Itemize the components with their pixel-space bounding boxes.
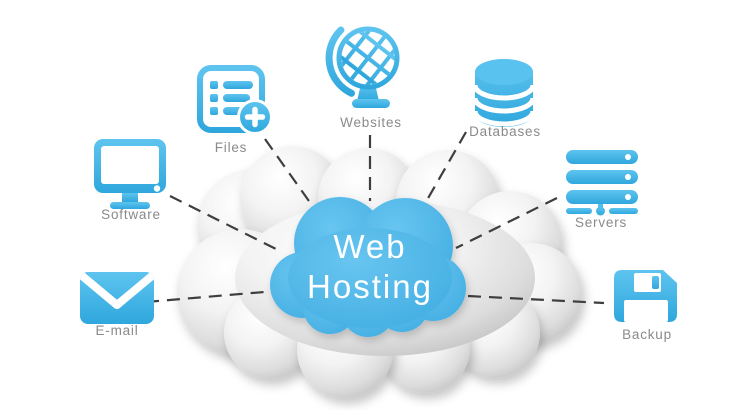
web-hosting-title: Web Hosting <box>270 227 470 307</box>
servers-label: Servers <box>574 215 628 230</box>
files-label: Files <box>214 140 248 155</box>
software-label: Software <box>101 207 161 222</box>
connector-files <box>264 138 317 212</box>
blue-cloud <box>270 197 466 337</box>
connector-servers <box>455 197 558 249</box>
backup-label: Backup <box>622 327 672 342</box>
files-icon <box>197 65 273 135</box>
websites-icon <box>325 26 400 108</box>
email-icon <box>80 272 154 324</box>
title-line-hosting: Hosting <box>307 268 433 305</box>
software-icon <box>94 139 166 209</box>
add-badge-icon <box>237 99 273 135</box>
title-line-web: Web <box>333 228 407 265</box>
databases-label: Databases <box>469 124 541 139</box>
email-label: E-mail <box>95 323 139 338</box>
connector-databases <box>422 131 467 208</box>
connector-lines <box>145 131 605 305</box>
connector-backup <box>467 294 605 305</box>
databases-icon <box>472 59 536 127</box>
backup-icon <box>614 270 677 322</box>
websites-label: Websites <box>340 115 402 130</box>
servers-icon <box>566 150 638 216</box>
